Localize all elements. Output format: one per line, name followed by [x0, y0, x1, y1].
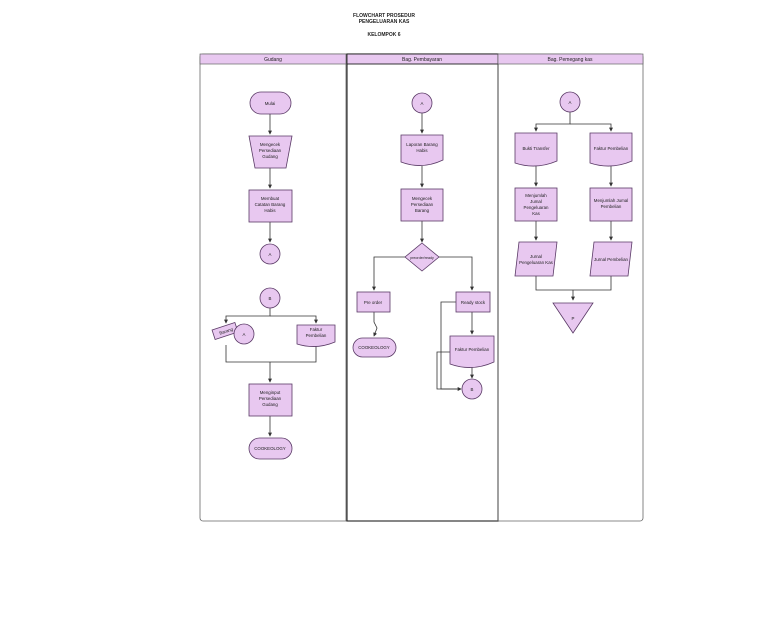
label-mulai: Mulai [265, 101, 276, 106]
label-menjumlah-pengeluaran-3: Pengeluaran [524, 205, 549, 210]
document-faktur-kas[interactable] [589, 132, 633, 167]
label-jurnal-pengeluaran-2: Pengeluaran Kas [519, 260, 553, 265]
label-faktur-kas: Faktur Pembelian [594, 146, 629, 151]
process-ready-stock[interactable] [455, 291, 491, 313]
process-membuat-catatan[interactable] [248, 189, 293, 223]
lane-title-gudang: Gudang [264, 57, 282, 63]
arrow-preorder-to-end [373, 312, 378, 337]
label-faktur-gudang-2: Pembelian [306, 333, 327, 338]
label-connector-a-small: A [243, 332, 246, 337]
group-label: KELOMPOK 6 [367, 32, 401, 38]
label-connector-b-pembayaran: B [471, 387, 474, 392]
label-mengecek-gudang-1: Mengecek [260, 142, 281, 147]
label-end-pembayaran: COOKEOLOGY [358, 345, 390, 350]
terminator-end-pembayaran[interactable] [352, 337, 397, 358]
label-mengecek-gudang-2: Persediaan [259, 148, 282, 153]
terminator-end-gudang[interactable] [248, 437, 293, 460]
process-menginput[interactable] [248, 383, 293, 417]
arrow-a-to-faktur-kas [570, 123, 613, 132]
arrow-b-to-barang [224, 308, 271, 324]
merge-kas [535, 276, 612, 291]
connector-b-gudang[interactable] [259, 287, 281, 309]
label-mengecek-pembayaran-3: Barang [415, 208, 430, 213]
label-faktur-gudang-1: Faktur [310, 327, 323, 332]
label-jurnal-pembelian: Jurnal Pembelian [594, 257, 628, 262]
label-end-gudang: COOKEOLOGY [254, 446, 286, 451]
connector-a-pembayaran[interactable] [411, 92, 433, 114]
label-barang: Barang [219, 326, 235, 335]
label-menjumlah-pembelian-2: Pembelian [601, 204, 622, 209]
label-ready-stock: Ready stock [461, 300, 486, 305]
label-pre-order: Pre order [364, 300, 383, 305]
terminator-mulai[interactable] [249, 91, 292, 115]
label-menjumlah-pengeluaran-4: Kas [532, 211, 540, 216]
connector-b-pembayaran[interactable] [461, 378, 483, 400]
label-bukti-transfer: Bukti Transfer [522, 146, 550, 151]
document-laporan[interactable] [400, 134, 444, 166]
lane-header-pemegang-kas [497, 53, 644, 65]
document-bukti-transfer[interactable] [514, 132, 558, 167]
label-mengecek-pembayaran-1: Mengecek [412, 196, 433, 201]
label-menjumlah-pengeluaran-1: Menjumlah [525, 193, 547, 198]
connector-a-small[interactable] [233, 323, 255, 345]
diagram-title-line2: PENGELUARAN KAS [358, 19, 410, 25]
arrow-b-to-faktur [270, 315, 318, 324]
label-menjumlah-pembelian-1: Menjumlah Jumal [594, 198, 628, 203]
label-archive: P [572, 316, 575, 321]
label-membuat-catatan-1: Membuat [261, 196, 280, 201]
flow-connectors [224, 112, 613, 437]
label-connector-b-gudang: B [269, 296, 272, 301]
arrow-faktur-loop [436, 351, 461, 390]
manual-op-mengecek-gudang[interactable] [248, 135, 293, 169]
archive-triangle[interactable] [552, 302, 594, 334]
connector-a-gudang[interactable] [259, 243, 281, 265]
process-pre-order[interactable] [356, 291, 391, 313]
label-laporan-2: Habis [416, 148, 428, 153]
label-menginput-3: Gudang [262, 402, 278, 407]
label-jurnal-pengeluaran-1: Jurnal [530, 254, 542, 259]
document-faktur-pembayaran[interactable] [449, 335, 495, 368]
label-membuat-catatan-2: Catatan Barang [255, 202, 286, 207]
process-menjumlah-pengeluaran[interactable] [514, 187, 558, 222]
lane-title-pembayaran: Bag. Pembayaran [402, 57, 442, 63]
label-faktur-pembayaran: Faktur Pembelian [455, 347, 490, 352]
label-connector-a-gudang: A [269, 252, 272, 257]
label-menginput-1: Menginput [260, 390, 281, 395]
arrow-decision-to-preorder [372, 256, 405, 291]
document-faktur-gudang[interactable] [296, 324, 336, 347]
data-jurnal-pengeluaran[interactable] [514, 241, 558, 277]
lane-title-pemegang-kas: Bag. Pemegang kas [547, 57, 593, 63]
connector-a-kas[interactable] [559, 91, 581, 113]
arrow-decision-to-ready [439, 256, 474, 291]
label-mengecek-gudang-3: Gudang [262, 154, 278, 159]
process-menjumlah-pembelian[interactable] [589, 187, 633, 222]
label-mengecek-pembayaran-2: Persediaan [411, 202, 434, 207]
label-connector-a-kas: A [569, 100, 572, 105]
data-jurnal-pembelian[interactable] [589, 241, 633, 277]
label-connector-a-pembayaran: A [421, 101, 424, 106]
label-menjumlah-pengeluaran-2: Jumal [530, 199, 542, 204]
merge-gudang [225, 345, 317, 363]
label-menginput-2: Persediaan [259, 396, 282, 401]
flow-nodes [211, 91, 633, 460]
label-laporan-1: Laporan Barang [406, 142, 438, 147]
label-decision: preorder/ready [410, 256, 434, 260]
decision-preorder[interactable] [404, 242, 440, 272]
lane-pembayaran-frame [346, 53, 499, 522]
lane-headers: Gudang Bag. Pembayaran Bag. Pemegang kas [199, 53, 644, 65]
lane-header-gudang [199, 53, 347, 65]
label-membuat-catatan-3: Habis [264, 208, 276, 213]
process-mengecek-pembayaran[interactable] [400, 188, 444, 222]
arrow-a-to-bukti [534, 112, 571, 132]
node-labels: Mulai Mengecek Persediaan Gudang Membuat… [219, 100, 629, 451]
diagram-title-line1: FLOWCHART PROSEDUR [353, 13, 415, 19]
